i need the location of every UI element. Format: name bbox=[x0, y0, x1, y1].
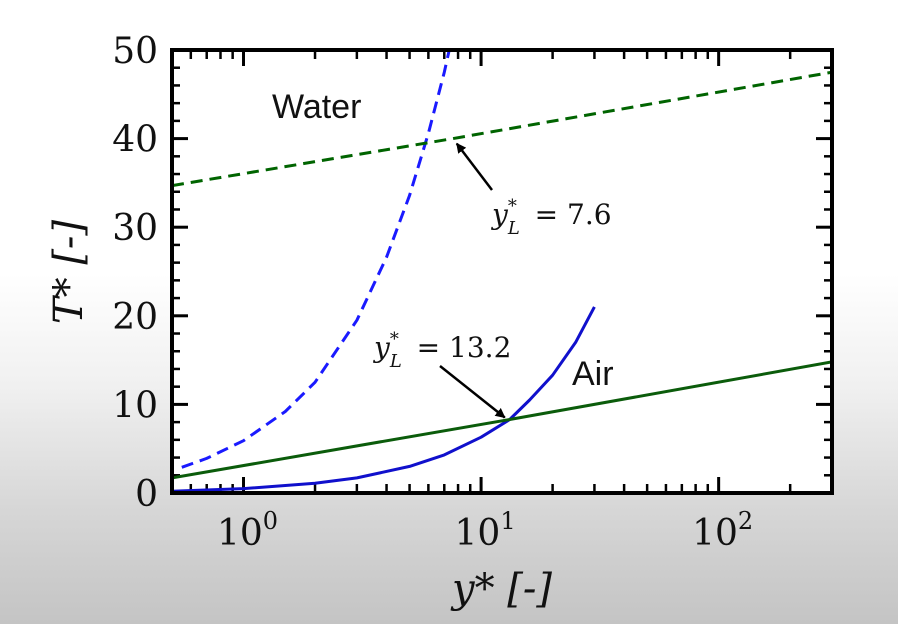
series-line-3 bbox=[172, 360, 832, 480]
y-tick-label: 50 bbox=[112, 31, 158, 72]
water-label: Water bbox=[272, 88, 361, 126]
annotation-arrow bbox=[455, 142, 493, 191]
x-tick-label: 100 bbox=[217, 507, 278, 554]
y-tick-label: 30 bbox=[112, 208, 158, 249]
y-tick-label: 0 bbox=[135, 474, 158, 515]
y-tick-label: 40 bbox=[112, 120, 158, 161]
x-tick-label: 101 bbox=[455, 507, 516, 554]
x-tick-label: 102 bbox=[692, 507, 753, 554]
annotation-label: y*L = 7.6 bbox=[490, 196, 612, 239]
series-line-2 bbox=[172, 70, 832, 188]
series-layer bbox=[172, 50, 832, 493]
plot-frame bbox=[170, 48, 834, 495]
annotation-layer: y*L = 7.6 y*L = 13.2 bbox=[372, 142, 612, 419]
y-tick-label: 10 bbox=[112, 385, 158, 426]
y-axis-label: T* [-] bbox=[46, 220, 92, 325]
y-tick-label: 20 bbox=[112, 297, 158, 338]
plot-background bbox=[172, 50, 832, 493]
x-axis-label: y* [-] bbox=[450, 566, 552, 612]
series-line-0 bbox=[181, 50, 451, 469]
x-tick-labels: 100 101 102 bbox=[217, 507, 753, 554]
y-tick-labels: 0 10 20 30 40 50 bbox=[112, 31, 158, 515]
series-line-1 bbox=[172, 306, 596, 493]
annotation-label: y*L = 13.2 bbox=[372, 329, 511, 372]
annotation-arrow bbox=[439, 365, 506, 419]
air-label: Air bbox=[572, 355, 614, 393]
